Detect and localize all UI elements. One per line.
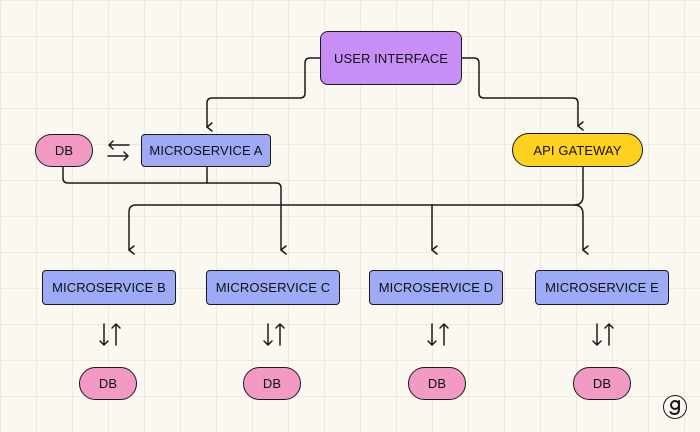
connector-ui-to-api-gateway xyxy=(461,57,584,131)
sync-arrows-b xyxy=(99,323,121,346)
exchange-arrows-db-a xyxy=(107,140,130,161)
api-gateway-node: API GATEWAY xyxy=(512,133,643,167)
brand-logo xyxy=(663,395,687,419)
db-c-node: DB xyxy=(243,367,301,400)
sync-arrows-d xyxy=(427,323,449,346)
db-d-node: DB xyxy=(408,367,466,400)
connector-ui-to-microservice-a xyxy=(206,57,321,132)
db-a-node: DB xyxy=(35,134,93,167)
user-interface-node: USER INTERFACE xyxy=(320,31,462,85)
g-letter-logo-icon xyxy=(669,400,680,415)
sync-arrows-e xyxy=(592,323,614,346)
db-b-node: DB xyxy=(79,367,137,400)
microservice-a-node: MICROSERVICE A xyxy=(141,134,271,167)
microservice-e-node: MICROSERVICE E xyxy=(535,270,669,305)
db-e-node: DB xyxy=(573,367,631,400)
microservice-b-node: MICROSERVICE B xyxy=(42,270,176,305)
microservice-d-node: MICROSERVICE D xyxy=(369,270,503,305)
microservice-c-node: MICROSERVICE C xyxy=(206,270,340,305)
sync-arrows-c xyxy=(263,323,285,346)
connector-api-gateway-to-microservice-e xyxy=(573,204,589,255)
connector-microservice-a-to-microservice-c xyxy=(62,166,287,255)
connector-api-gateway-bus xyxy=(128,166,584,255)
